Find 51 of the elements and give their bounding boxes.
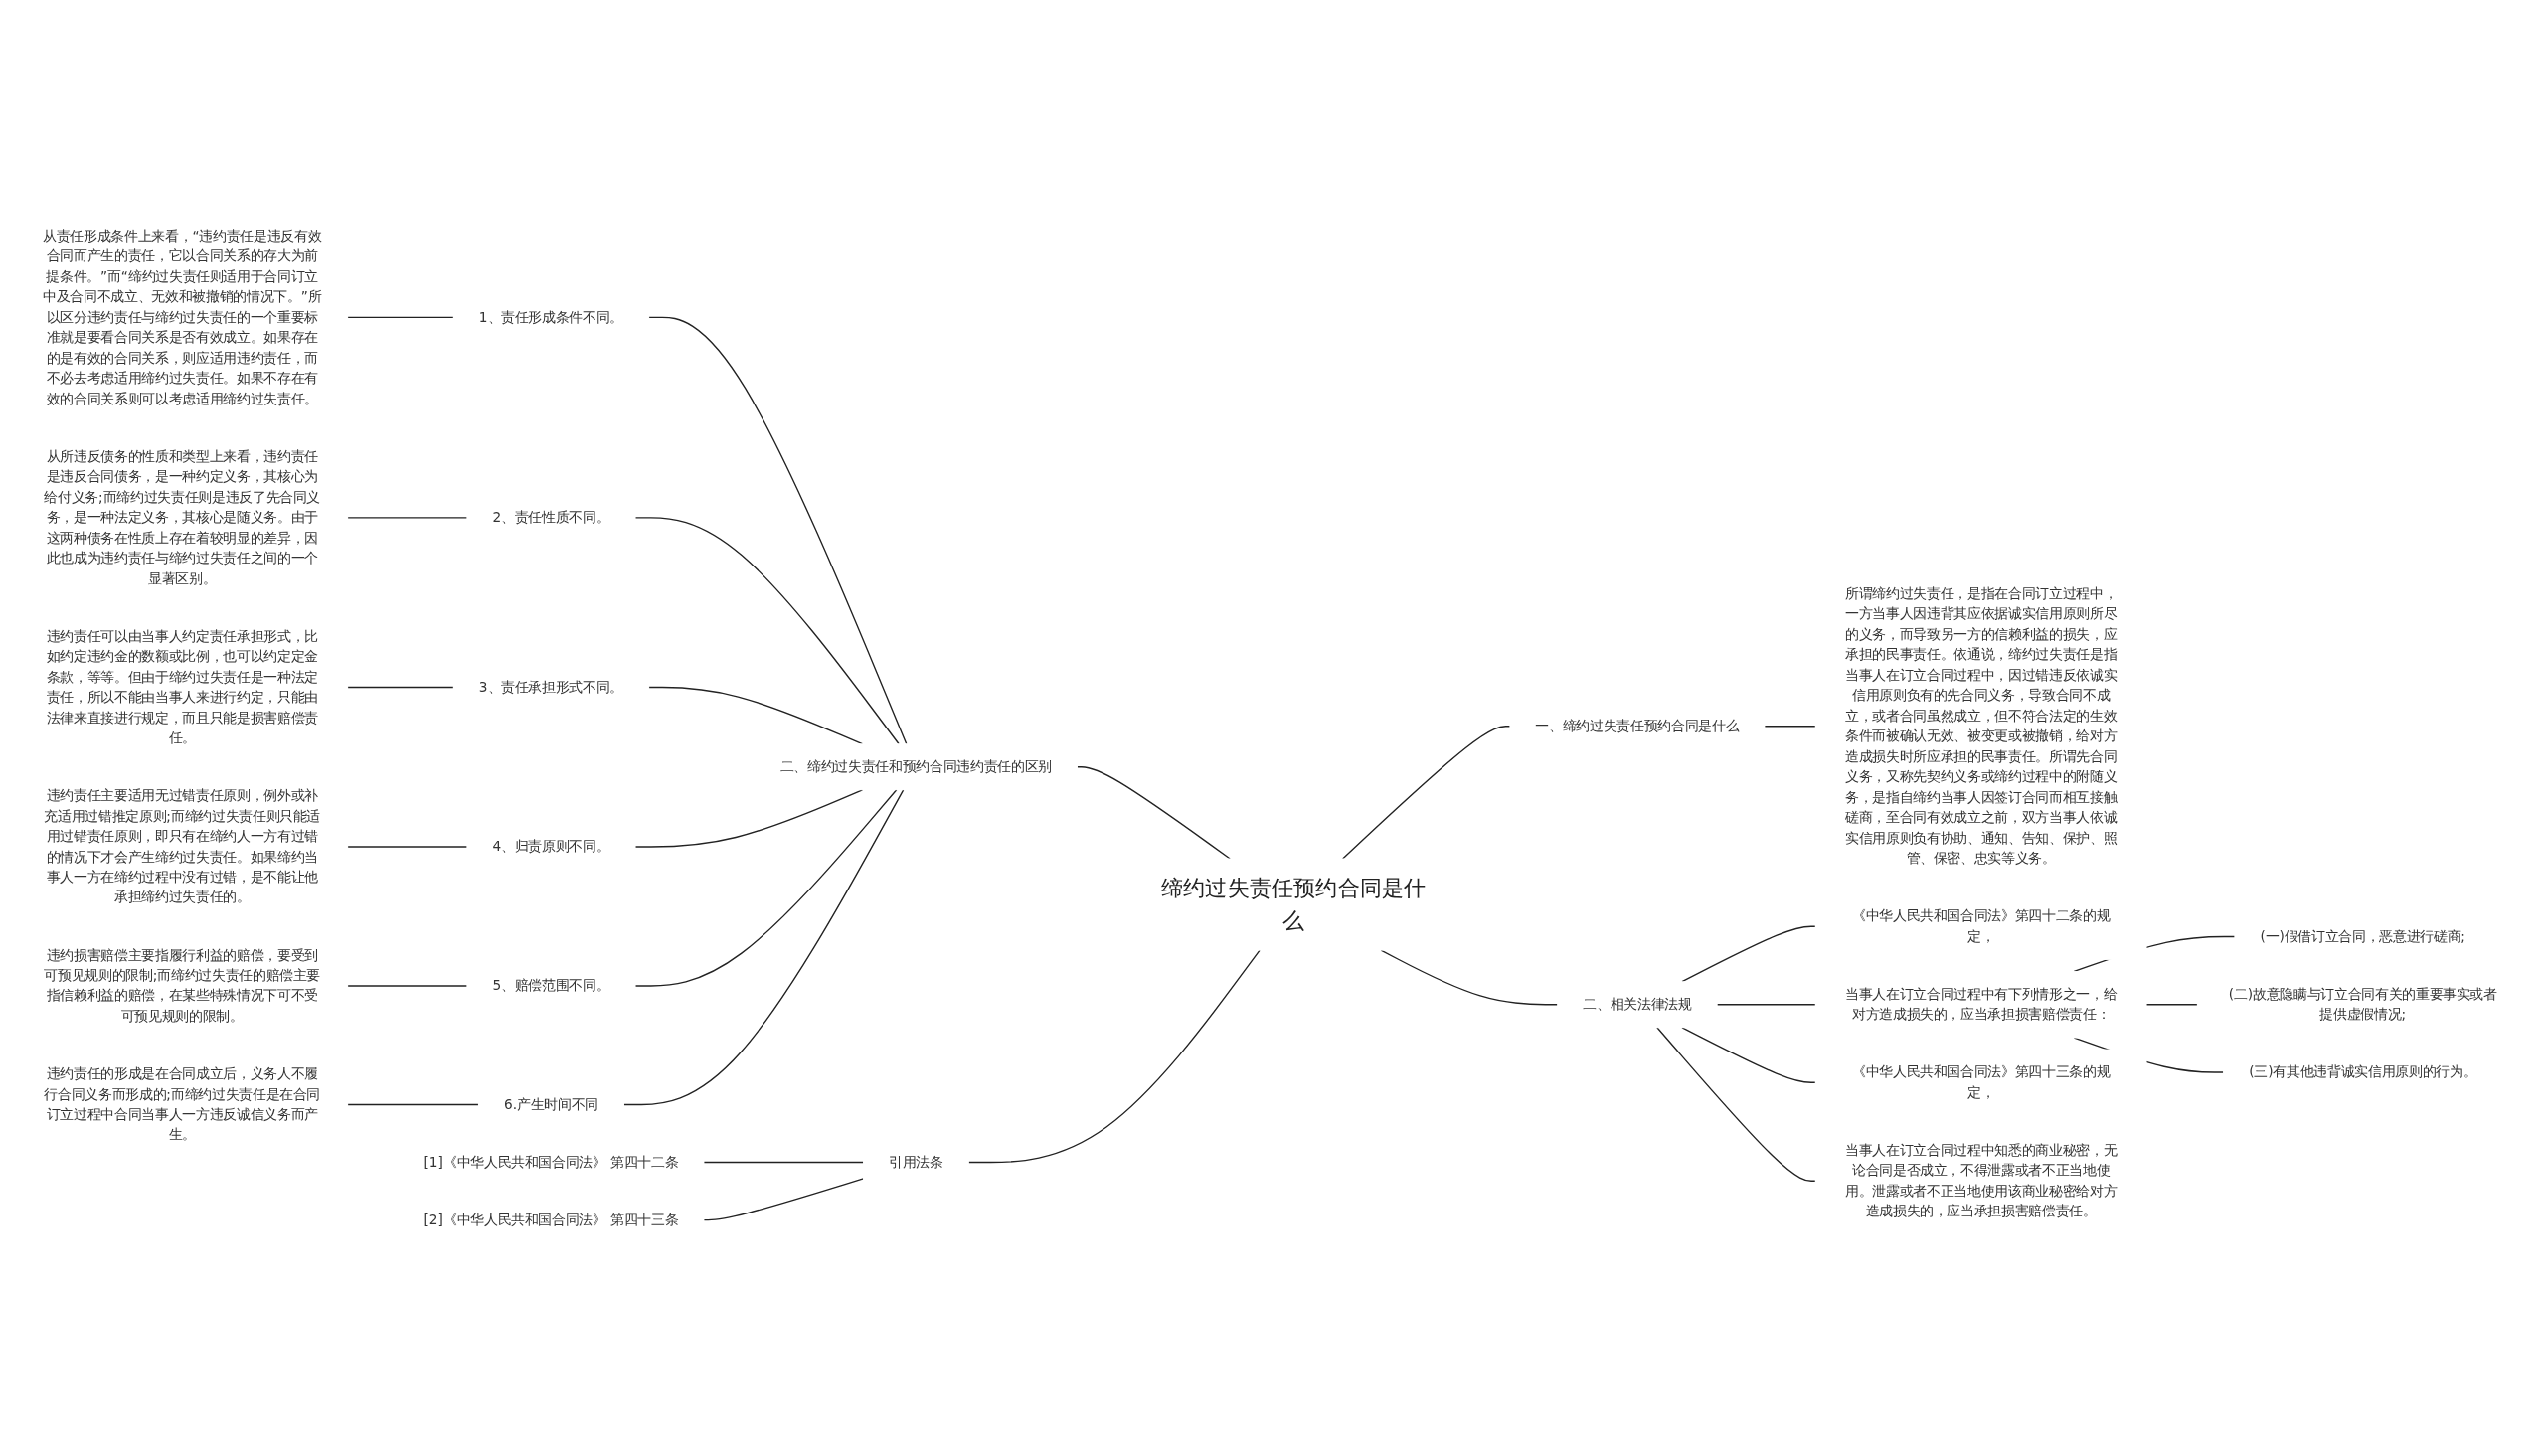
node-text: 6.产生时间不同 <box>503 1095 598 1113</box>
connector <box>1716 1004 1816 1006</box>
node-text: 4、归责原则不同。 <box>492 838 610 855</box>
connector <box>634 789 898 987</box>
node-text: (一)假借订立合同，恶意进行磋商; <box>2260 927 2465 945</box>
node-text: 一、缔约过失责任预约合同是什么 <box>1535 718 1740 734</box>
connector <box>2145 1004 2198 1006</box>
connector <box>634 789 864 848</box>
node-text: 当事人在订立合同过程中知悉的商业秘密，无论合同是否成立，不得泄露或者不正当地使用。泄露或者不正当地使用该商业秘密给对方造成损失的，应当承担损害赔偿责任。 <box>1845 1142 2118 1219</box>
node-text: 5、赔偿范围不同。 <box>492 977 610 994</box>
connector <box>622 789 905 1106</box>
node-text: 从所违反债务的性质和类型上来看，违约责任是违反合同债务，是一种约定义务，其核心为给付义务;而缔约过失责任则是违反了先合同义务，是一种法定义务，其核心是随义务。由于这两种债务在性质上存在着较明显的差异，因此也成为违约责任与缔约过失责任之间的一个显著区别。 <box>44 447 321 586</box>
node-text: [2]《中华人民共和国合同法》 第四十三条 <box>424 1212 679 1228</box>
node-text: 2、责任性质不同。 <box>492 509 610 526</box>
node-text: 违约损害赔偿主要指履行利益的赔偿，要受到可预见规则的限制;而缔约过失责任的赔偿主要指信赖利益的赔偿，在某些特殊情况下可不受可预见规则的限制。 <box>44 946 321 1025</box>
connector <box>1681 1027 1816 1083</box>
node-text: 违约责任的形成是在合同成立后，义务人不履行合同义务而形成的;而缔约过失责任是在合同订立过程中合同当事人一方违反诚信义务而产生。 <box>44 1065 321 1143</box>
node-text: (三)有其他违背诚实信用原则的行为。 <box>2249 1063 2477 1080</box>
connector <box>1341 726 1511 860</box>
connector <box>1764 726 1816 728</box>
connector <box>1681 925 1816 983</box>
node-text: 违约责任可以由当事人约定责任承担形式，比如约定违约金的数额或比例，也可以约定定金条款，等等。但由于缔约过失责任是一种法定责任，所以不能由当事人来进行约定，只能由法律来直接进行规定，而且只能是损害赔偿责任。 <box>46 627 318 746</box>
connector <box>967 949 1261 1164</box>
node-text: 违约责任主要适用无过错责任原则，例外或补充适用过错推定原则;而缔约过失责任则只能适用过错责任原则，即只有在缔约人一方有过错的情况下才会产生缔约过失责任。如果缔约当事人一方在缔约过程中没有过错，是不能让他承担缔约过失责任的。 <box>44 787 321 905</box>
node-text: 二、缔约过失责任和预约合同违约责任的区别 <box>779 758 1052 775</box>
connector <box>347 1103 480 1106</box>
connector <box>1076 766 1231 860</box>
connector <box>347 686 454 689</box>
connector <box>347 517 468 519</box>
node-text: 二、相关法律法规 <box>1583 996 1692 1013</box>
connector <box>648 316 908 745</box>
node-text: 《中华人民共和国合同法》第四十三条的规定， <box>1851 1063 2111 1101</box>
node-text: 《中华人民共和国合同法》第四十二条的规定， <box>1851 907 2111 945</box>
connector <box>347 316 454 319</box>
node-text: (二)故意隐瞒与订立合同有关的重要事实或者提供虚假情况; <box>2228 985 2497 1023</box>
connector <box>703 1178 865 1221</box>
connector <box>634 517 900 745</box>
connector <box>703 1161 865 1164</box>
connector <box>1656 1027 1816 1182</box>
node-text: 所谓缔约过失责任，是指在合同订立过程中，一方当事人因违背其应依据诚实信用原则所尽的义务，而导致另一方的信赖利益的损失，应承担的民事责任。依通说，缔约过失责任是指当事人在订立合同过程中，因过错违反依诚实信用原则负有的先合同义务，导致合同不成立，或者合同虽然成立，但不符合法定的生效条件而被确认无效、被变更或被撤销，给对方造成损失时所应承担的民事责任。所谓先合同义务，又称先契约义务或缔约过程中的附随义务，是指自缔约当事人因签订合同而相互接触磋商，至合同有效成立之前，双方当事人依诚实信用原则负有协助、通知、告知、保护、照管、保密、忠实等义务。 <box>1845 585 2118 867</box>
node-text: 1、责任形成条件不同。 <box>478 308 624 326</box>
connector <box>648 686 864 745</box>
node-text: 缔约过失责任预约合同是什么 <box>1161 875 1427 934</box>
connector <box>347 846 468 848</box>
connector <box>347 985 468 987</box>
node-text: 当事人在订立合同过程中有下列情形之一，给对方造成损失的，应当承担损害赔偿责任： <box>1845 985 2118 1023</box>
connector <box>1380 949 1559 1006</box>
node-text: 3、责任承担形式不同。 <box>478 678 624 696</box>
node-text: 从责任形成条件上来看，“违约责任是违反有效合同而产生的责任，它以合同关系的存大为前提条件。”而“缔约过失责任则适用于合同订立中及合同不成立、无效和被撤销的情况下。”所以区分违约责任与缔约过失责任的一个重要标准就是要看合同关系是否有效成立。如果存在的是有效的合同关系，则应适用违约责任，而不必去考虑适用缔约过失责任。如果不存在有效的合同关系则可以考虑适用缔约过失责任。 <box>43 227 322 406</box>
node-text: [1]《中华人民共和国合同法》 第四十二条 <box>424 1153 679 1171</box>
node-text: 引用法条 <box>889 1153 943 1171</box>
